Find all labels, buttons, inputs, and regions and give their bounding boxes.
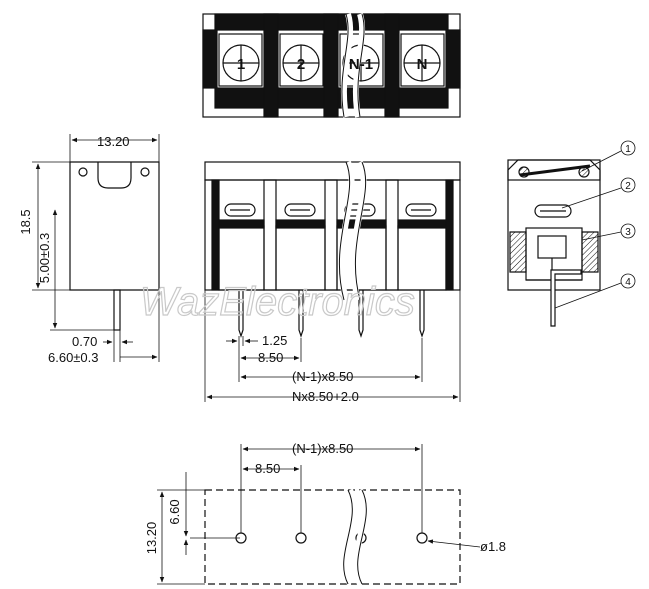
- divider-1: [263, 179, 277, 291]
- label-hole-diameter: ø1.8: [480, 539, 506, 554]
- callout-circle-3: [620, 223, 636, 239]
- leader-hole-diameter: [427, 539, 481, 548]
- callout-circle-4: [620, 273, 636, 289]
- pin-1: [238, 290, 244, 338]
- label-span: (N-1)x8.50: [292, 369, 353, 384]
- section-view: [507, 159, 601, 327]
- leader-4: [554, 282, 622, 309]
- front-view-top-rail: [204, 161, 461, 181]
- footprint-outline: [204, 489, 461, 585]
- label-pin-thickness: 1.25: [262, 333, 287, 348]
- hole-n: [416, 532, 428, 544]
- divider-2: [324, 179, 338, 291]
- terminal-label-n: N: [417, 56, 428, 73]
- callout-2: 2: [625, 181, 631, 192]
- callout-3: 3: [625, 227, 631, 238]
- callout-circle-2: [620, 177, 636, 193]
- divider-3: [385, 179, 399, 291]
- label-side-width: 13.20: [97, 134, 130, 149]
- terminal-1: [218, 33, 263, 87]
- screw-side-n: [405, 203, 437, 217]
- label-total-length: Nx8.50+2.0: [292, 389, 359, 404]
- side-view-body: [69, 161, 160, 291]
- section-pin: [550, 269, 582, 327]
- label-pin-offset: 6.60±0.3: [48, 350, 99, 365]
- terminal-label-n-1: N-1: [349, 56, 373, 73]
- terminal-2: [279, 33, 324, 87]
- side-view-pin: [113, 289, 121, 331]
- pcb-footprint: [190, 488, 461, 586]
- top-view: [202, 13, 461, 118]
- section-view-top: [507, 159, 601, 181]
- label-footprint-span: (N-1)x8.50: [292, 441, 353, 456]
- label-footprint-pitch: 8.50: [255, 461, 280, 476]
- screw-side-1: [224, 203, 256, 217]
- leader-1: [581, 150, 622, 172]
- side-view-notch: [97, 162, 132, 189]
- screw-side-2: [284, 203, 316, 217]
- break-line-footprint: [343, 489, 367, 585]
- front-view-body: [204, 179, 461, 291]
- terminal-n: [400, 33, 445, 87]
- leader-3: [581, 231, 622, 241]
- mount-hole-left: [78, 167, 88, 177]
- watermark: WazElectronics: [140, 280, 415, 324]
- label-side-height: 18.5: [18, 209, 33, 234]
- callout-4: 4: [625, 277, 631, 288]
- terminal-label-2: 2: [297, 56, 305, 73]
- break-line-top: [341, 13, 365, 118]
- label-footprint-depth: 13.20: [144, 522, 159, 555]
- hole-2: [295, 532, 307, 544]
- callout-1: 1: [625, 144, 631, 155]
- break-line-front: [338, 161, 367, 301]
- label-pin-width: 0.70: [72, 334, 97, 349]
- terminal-label-1: 1: [237, 56, 245, 73]
- leader-2: [561, 187, 622, 209]
- pin-n-1: [358, 290, 364, 338]
- callout-circle-1: [620, 140, 636, 156]
- mount-hole-right: [140, 167, 150, 177]
- front-view: [204, 160, 461, 338]
- pin-n: [419, 290, 425, 338]
- break-gap-top: [340, 13, 366, 118]
- pin-2: [298, 290, 304, 338]
- label-pitch: 8.50: [258, 350, 283, 365]
- label-pin-height: 5.00±0.3: [37, 233, 52, 284]
- label-row-offset: 6.60: [167, 499, 182, 524]
